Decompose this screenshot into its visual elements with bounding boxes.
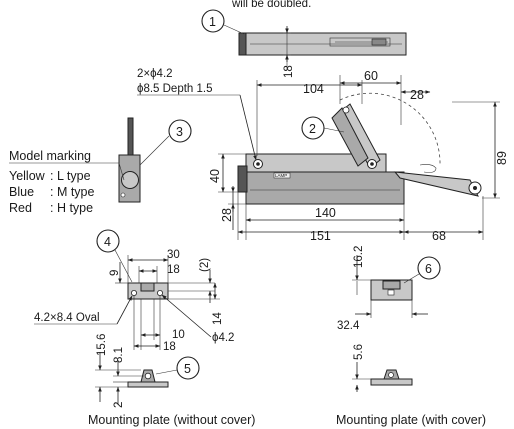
dim-140: 140: [315, 206, 336, 220]
callout-4-label: 4: [104, 235, 111, 249]
dim-9: 9: [109, 270, 121, 276]
dim-28-left: 28: [220, 208, 234, 222]
callout-1-label: 1: [209, 15, 216, 29]
dim-40: 40: [208, 169, 222, 183]
callout-4: [96, 229, 120, 253]
top-view-end-cap: [238, 32, 247, 56]
callout-3-label: 3: [176, 125, 183, 139]
marking-type-h: : H type: [50, 201, 93, 215]
hole-spec-line2: ϕ8.5 Depth 1.5: [137, 83, 213, 95]
marking-color-blue: Blue: [9, 185, 34, 199]
dim-16-2: 16.2: [353, 246, 365, 268]
marking-color-red: Red: [9, 201, 32, 215]
callout-1: [201, 9, 225, 33]
dim-30: 30: [167, 249, 180, 261]
hole-spec-line1: 2×ϕ4.2: [137, 68, 173, 80]
logo-mark: LAMP: [275, 173, 287, 178]
end-view: [118, 117, 141, 203]
main-body-lower: [245, 171, 405, 205]
dim-8-1: 8.1: [113, 347, 125, 363]
dim-104: 104: [303, 82, 324, 96]
lever-extended: [393, 171, 479, 197]
dim-151: 151: [310, 229, 331, 243]
plate-cover-side-base: [370, 378, 413, 386]
marking-type-m: : M type: [50, 185, 95, 199]
plate-with-cover-side: [370, 369, 413, 386]
model-marking-title: Model marking: [9, 149, 91, 163]
caption-top: will be doubled.: [231, 0, 311, 10]
marking-color-yellow: Yellow: [9, 169, 46, 183]
dim-68: 68: [432, 229, 446, 243]
callout-5: [176, 356, 200, 380]
callout-6: [417, 256, 441, 280]
dim-18-top: 18: [283, 65, 295, 78]
marking-type-l: : L type: [50, 169, 91, 183]
dim-2-paren: (2): [199, 258, 211, 272]
lever-travel-arc: [339, 92, 441, 166]
dim-18-plate-top: 18: [167, 264, 180, 276]
dim-28-top: 28: [410, 88, 424, 102]
top-view: 18: [238, 26, 407, 78]
callout-3: [168, 119, 192, 143]
dim-2-bottom: 2: [113, 402, 125, 408]
callout-2-label: 2: [309, 122, 316, 136]
callout-6-label: 6: [425, 262, 432, 276]
dim-32-4: 32.4: [337, 320, 360, 332]
dim-15-6: 15.6: [96, 334, 108, 356]
main-view: LAMP: [237, 92, 482, 205]
end-view-lever: [127, 117, 134, 159]
plate-with-cover-top: [370, 279, 413, 301]
dim-phi42: ϕ4.2: [212, 332, 234, 344]
caption-plate-with-cover: Mounting plate (with cover): [336, 413, 486, 427]
caption-plate-without-cover: Mounting plate (without cover): [88, 413, 255, 427]
dim-14: 14: [212, 312, 224, 325]
dim-oval: 4.2×8.4 Oval: [34, 312, 100, 324]
dim-10: 10: [172, 329, 185, 341]
dim-5-6: 5.6: [353, 344, 365, 360]
dim-18-plate-bottom: 18: [163, 341, 176, 353]
callout-5-label: 5: [184, 362, 191, 376]
dim-60: 60: [364, 69, 378, 83]
main-end-cap: [237, 165, 248, 193]
lever-arm-lower: [331, 107, 369, 167]
dim-89: 89: [495, 151, 509, 165]
plate-side-base: [127, 381, 169, 388]
plate-without-cover-side: [127, 369, 169, 388]
